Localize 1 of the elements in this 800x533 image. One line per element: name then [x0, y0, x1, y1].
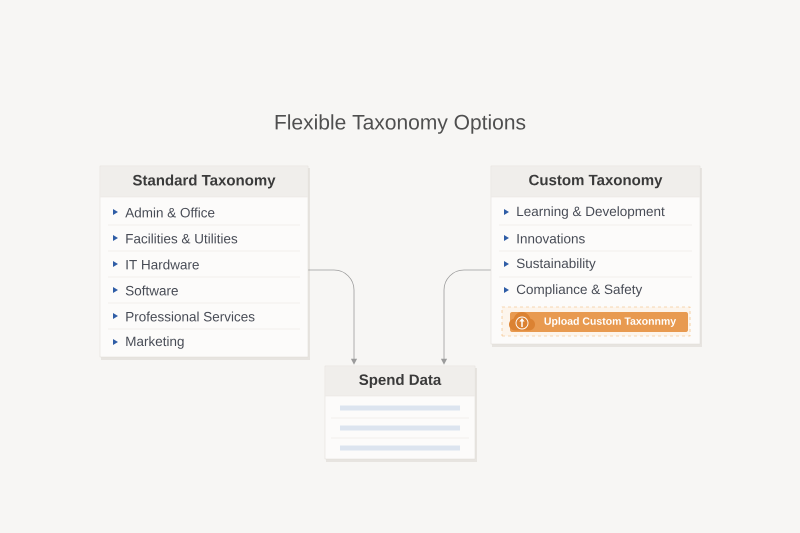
title: Flexible Taxonomy Options — [276, 114, 526, 134]
